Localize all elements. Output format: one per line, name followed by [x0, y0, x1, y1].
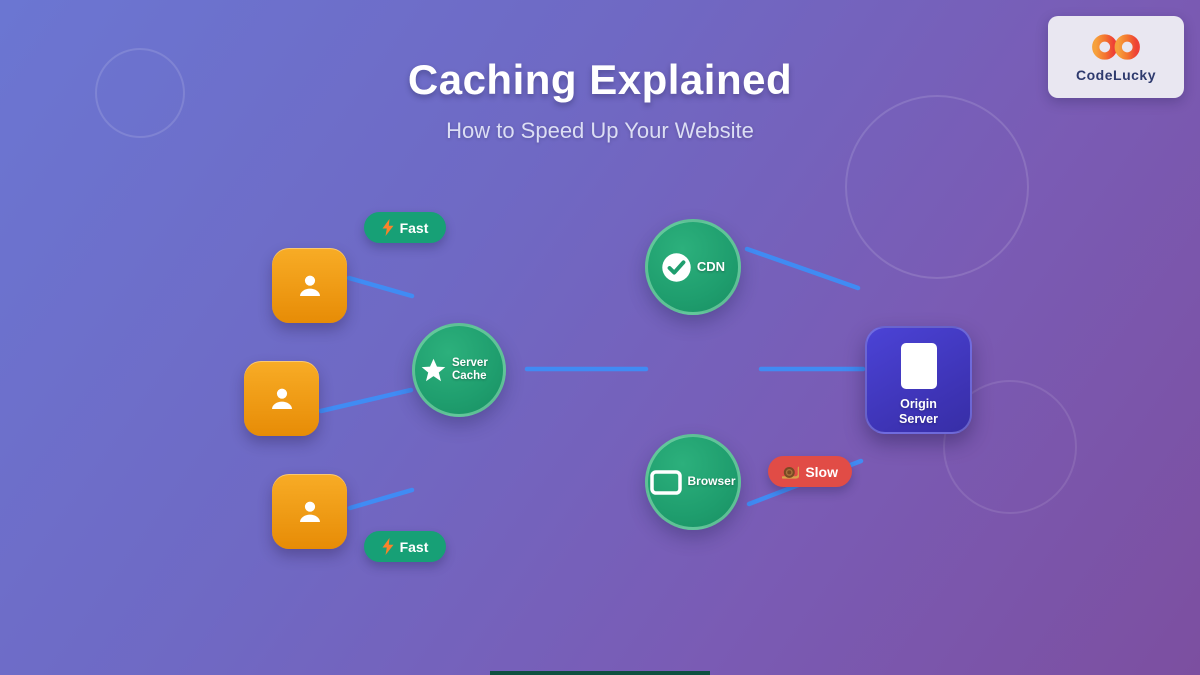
header: Caching Explained How to Speed Up Your W… — [0, 56, 1200, 144]
person-icon — [299, 501, 320, 522]
server-cache-label: Server Cache — [452, 356, 488, 382]
user-node — [272, 248, 347, 323]
person-icon — [271, 388, 292, 409]
browser-window-icon — [650, 469, 683, 495]
edge-user-middle-to-cache — [318, 387, 414, 414]
decorative-circle — [845, 95, 1029, 279]
slow-badge: Slow — [768, 456, 852, 487]
page-title: Caching Explained — [407, 56, 793, 103]
check-circle-icon — [662, 252, 691, 282]
browser-node: Browser — [645, 434, 741, 530]
cdn-label: CDN — [696, 258, 726, 274]
slow-badge-label: Slow — [805, 463, 838, 480]
lightning-icon — [382, 538, 394, 555]
edge-user-top-to-cache — [346, 275, 415, 299]
infinity-logo-icon — [1092, 33, 1140, 60]
fast-badge-bottom: Fast — [364, 531, 446, 562]
origin-server-node: Origin Server — [865, 326, 972, 434]
server-rect-icon — [900, 343, 937, 389]
user-node — [272, 474, 347, 549]
edge-cdn-to-origin — [744, 246, 861, 291]
fast-badge-label: Fast — [399, 219, 429, 236]
user-node — [244, 361, 319, 436]
brand-card: CodeLucky — [1048, 16, 1184, 98]
bottom-progress-bar — [490, 671, 710, 675]
fast-badge-label: Fast — [399, 538, 429, 555]
cdn-node: CDN — [645, 219, 741, 315]
person-icon — [299, 275, 320, 296]
browser-label: Browser — [687, 474, 736, 489]
decorative-circle — [95, 48, 185, 138]
edge-user-bottom-to-cache — [347, 487, 415, 511]
server-cache-node: Server Cache — [412, 323, 506, 417]
page-subtitle: How to Speed Up Your Website — [446, 118, 754, 143]
snail-icon — [782, 466, 800, 479]
origin-server-label: Origin Server — [899, 397, 938, 426]
decorative-circle — [943, 380, 1077, 514]
brand-name: CodeLucky — [1076, 66, 1156, 83]
fast-badge-top: Fast — [364, 212, 446, 243]
lightning-icon — [382, 219, 394, 236]
star-icon — [421, 358, 446, 381]
